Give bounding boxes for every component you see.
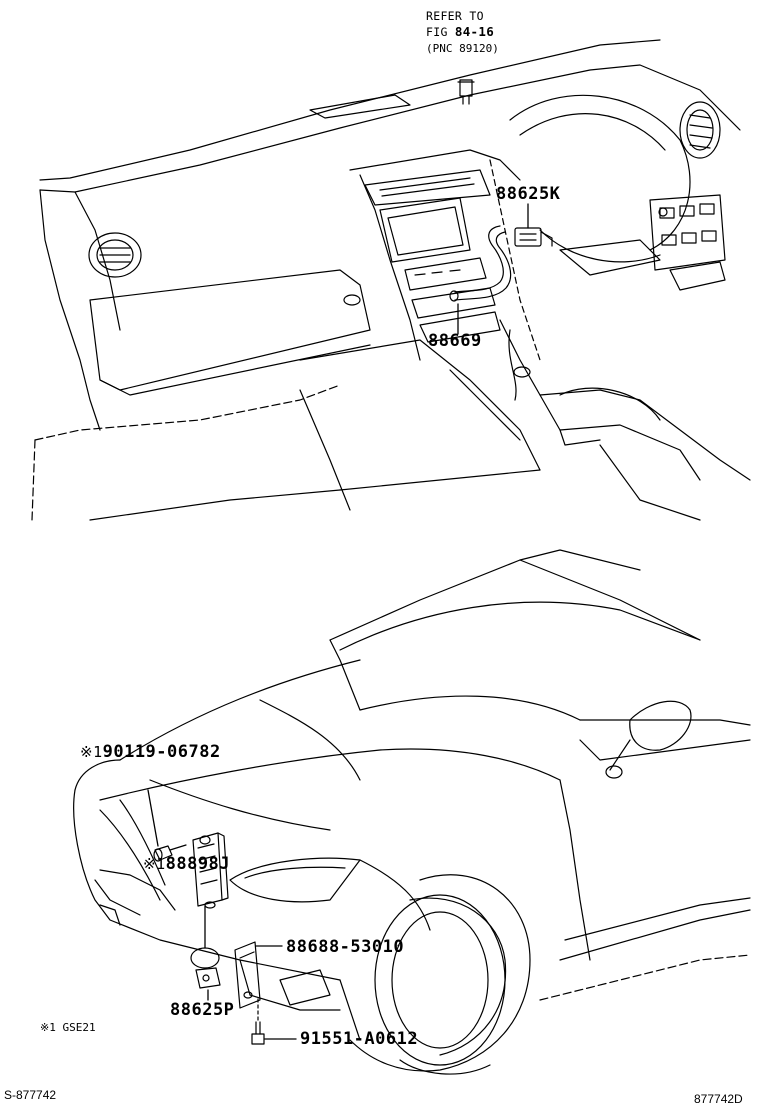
part-label-90119-06782: ※190119-06782: [80, 744, 221, 761]
footnote-text: GSE21: [62, 1021, 96, 1034]
car-exterior-drawing: [74, 550, 750, 1074]
reference-line-1: REFER TO: [426, 9, 484, 23]
part-label-88625P[interactable]: 88625P: [170, 1000, 235, 1020]
bolt-90119-icon: [154, 845, 186, 861]
part-label-88625K[interactable]: 88625K: [496, 184, 561, 204]
part-label-88898J: ※188898J: [143, 856, 230, 873]
part-label-88688-53010[interactable]: 88688-53010: [286, 937, 405, 957]
reference-fig-prefix: FIG: [426, 25, 455, 39]
footer-right-code: 877742D: [694, 1092, 743, 1106]
reference-clip-icon: [458, 80, 474, 104]
part-label-91551-A0612[interactable]: 91551-A0612: [300, 1029, 419, 1049]
sensor-88898J-icon: [193, 833, 228, 908]
footer-left-code: S-877742: [4, 1088, 57, 1102]
sensor-88625P-icon: [191, 948, 220, 988]
reference-line-2: FIG 84-16: [426, 24, 495, 39]
hose-assembly: [450, 226, 552, 301]
bolt-91551-icon: [252, 1022, 264, 1044]
bracket-88688-icon: [235, 942, 260, 1008]
dashboard-drawing: [32, 40, 750, 520]
reference-pnc: (PNC 89120): [426, 42, 499, 55]
leader-line-90119: [148, 790, 158, 846]
note-marker: ※1: [143, 855, 166, 873]
part-label-88669[interactable]: 88669: [428, 331, 482, 351]
reference-fig-number[interactable]: 84-16: [454, 24, 495, 39]
footnote-marker: ※1: [40, 1021, 56, 1034]
footnote: ※1 GSE21: [40, 1022, 96, 1033]
part-number-90119[interactable]: 90119-06782: [102, 742, 221, 762]
note-marker: ※1: [80, 743, 103, 761]
part-number-88898J[interactable]: 88898J: [165, 854, 231, 874]
